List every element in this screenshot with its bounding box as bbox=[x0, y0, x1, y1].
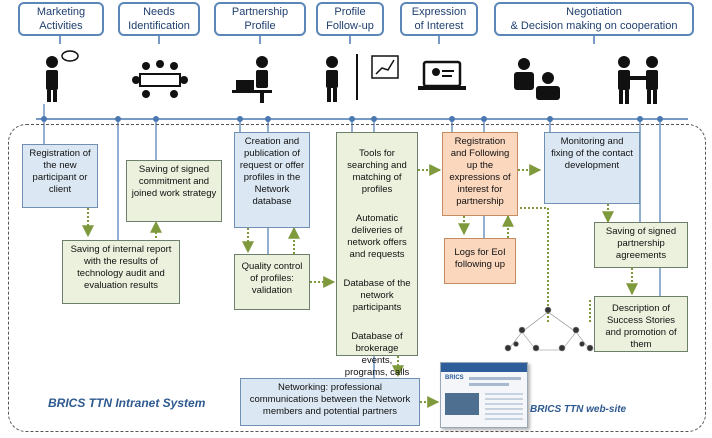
box-commitment: Saving of signed commitment and joined w… bbox=[126, 160, 222, 222]
website-screenshot: BRICS bbox=[440, 362, 528, 428]
box-eoi-logs: Logs for EoI following up bbox=[444, 238, 516, 284]
stage-negotiation-decision: Negotiation & Decision making on coopera… bbox=[494, 2, 694, 36]
box-networking: Networking: professional communications … bbox=[240, 378, 420, 426]
website-title: BRICS TTN web-site bbox=[530, 404, 627, 415]
tools-deliveries: Automatic deliveries of network offers a… bbox=[347, 213, 407, 260]
stage-profile-follow-up: Profile Follow-up bbox=[316, 2, 384, 36]
box-tools: Tools for searching and matching of prof… bbox=[336, 132, 418, 378]
website-logo: BRICS bbox=[445, 375, 464, 381]
stage-partnership-profile: Partnership Profile bbox=[214, 2, 306, 36]
box-registration: Registration of the new participant or c… bbox=[22, 144, 98, 208]
stage-expression-of-interest: Expression of Interest bbox=[400, 2, 478, 36]
box-creation: Creation and publication of request or o… bbox=[234, 132, 310, 228]
tools-events-db: Database of brokerage events, programs, … bbox=[344, 331, 410, 378]
box-internal-report: Saving of internal report with the resul… bbox=[62, 240, 180, 304]
box-eoi-registration: Registration and Following up the expres… bbox=[442, 132, 518, 216]
box-agreements: Saving of signed partnership agreements bbox=[594, 222, 688, 268]
tools-participants-db: Database of the network participants bbox=[343, 278, 411, 313]
stage-needs-identification: Needs Identification bbox=[118, 2, 200, 36]
box-monitoring: Monitoring and fixing of the contact dev… bbox=[544, 132, 640, 204]
box-success-stories: Description of Success Stories and promo… bbox=[594, 296, 688, 352]
person-at-laptop-icon bbox=[232, 56, 272, 103]
conference-people-icon bbox=[514, 58, 560, 100]
handshake-icon bbox=[618, 56, 658, 104]
people-network-icon bbox=[504, 306, 594, 352]
presenter-chart-icon bbox=[326, 54, 399, 102]
intranet-system-frame bbox=[8, 124, 706, 432]
video-call-laptop-icon bbox=[418, 60, 466, 90]
box-quality: Quality control of profiles: validation bbox=[234, 254, 310, 310]
intranet-system-title: BRICS TTN Intranet System bbox=[48, 396, 206, 410]
tools-search: Tools for searching and matching of prof… bbox=[347, 148, 407, 195]
speaker-person-icon bbox=[46, 50, 79, 102]
meeting-table-icon bbox=[132, 60, 188, 98]
stage-marketing-activities: Marketing Activities bbox=[18, 2, 104, 36]
